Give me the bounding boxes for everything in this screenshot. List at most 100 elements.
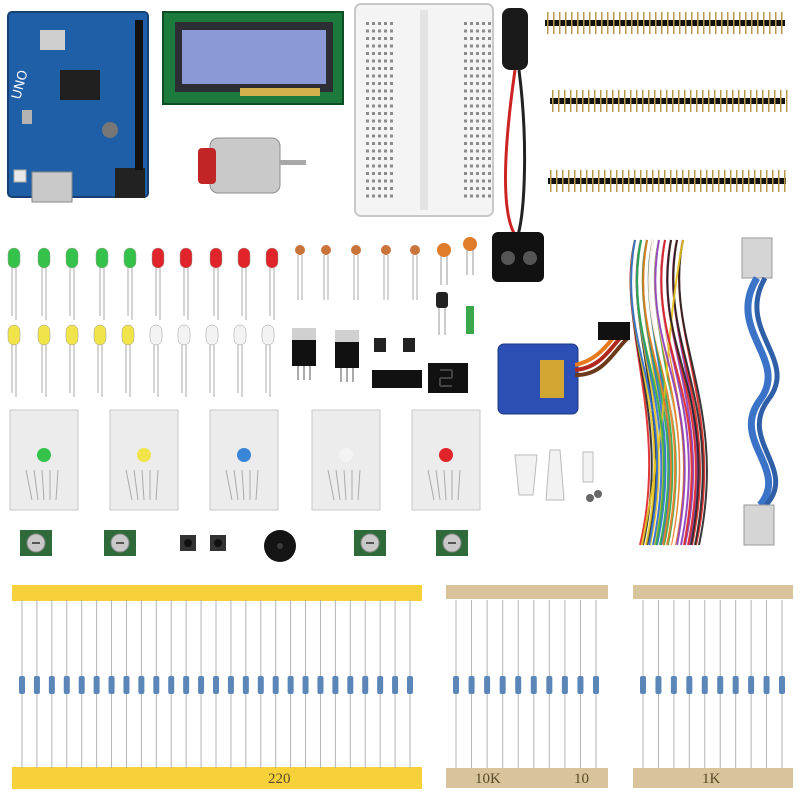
led xyxy=(95,247,109,269)
resistor xyxy=(748,676,755,694)
resistor xyxy=(213,676,219,694)
resistor xyxy=(577,676,584,694)
resistor xyxy=(123,676,130,694)
resistor xyxy=(19,676,25,694)
resistor xyxy=(779,676,785,694)
resistor xyxy=(108,676,115,694)
resistor xyxy=(227,676,234,694)
lcd-display xyxy=(162,11,344,105)
led xyxy=(65,324,79,346)
resistor xyxy=(593,676,599,694)
resistor xyxy=(48,676,55,694)
resistor xyxy=(257,676,264,694)
resistor xyxy=(78,676,85,694)
jumper-wire-bundle xyxy=(629,239,708,546)
resistor xyxy=(392,676,399,694)
resistor xyxy=(515,676,522,694)
led xyxy=(149,324,163,346)
led xyxy=(151,247,165,269)
resistor xyxy=(183,676,190,694)
pin-header-strips xyxy=(545,12,788,192)
resistor xyxy=(655,676,662,694)
resistor xyxy=(763,676,770,694)
resistor xyxy=(468,676,475,694)
potentiometers xyxy=(20,530,468,556)
buzzer xyxy=(264,530,296,562)
arduino-uno-board: UNO xyxy=(7,11,149,203)
resistor xyxy=(272,676,279,694)
resistor xyxy=(198,676,205,694)
led xyxy=(265,247,279,269)
led xyxy=(205,324,219,346)
resistor xyxy=(453,676,459,694)
resistor-strip-10k-label: 10K xyxy=(475,771,501,787)
led xyxy=(233,324,247,346)
photoresistor xyxy=(381,245,391,255)
diode xyxy=(466,306,474,334)
led xyxy=(177,324,191,346)
photoresistor xyxy=(351,245,361,255)
led xyxy=(123,247,137,269)
battery-clip-9v xyxy=(492,232,544,282)
resistor-strip-10k: 10K 10 xyxy=(446,585,608,788)
led xyxy=(121,324,135,346)
resistor-strip-220-label: 220 xyxy=(268,771,291,787)
led xyxy=(209,247,223,269)
resistor xyxy=(302,676,309,694)
transistor xyxy=(436,292,448,335)
resistor xyxy=(499,676,506,694)
resistor-strip-10k-label-2: 10 xyxy=(574,771,589,787)
resistor xyxy=(138,676,145,694)
resistor xyxy=(63,676,70,694)
led xyxy=(7,247,21,269)
led-group xyxy=(7,247,279,397)
resistor xyxy=(670,676,677,694)
resistor xyxy=(640,676,646,694)
resistor xyxy=(561,676,568,694)
resistor-strip-220: 220 xyxy=(12,585,422,789)
led xyxy=(93,324,107,346)
resistor xyxy=(546,676,553,694)
resistor xyxy=(484,676,491,694)
led xyxy=(65,247,79,269)
resistor xyxy=(93,676,100,694)
resistor xyxy=(362,676,369,694)
resistor xyxy=(701,676,708,694)
tilt-switches xyxy=(374,338,415,352)
board-label: UNO xyxy=(9,69,31,101)
photoresistor xyxy=(410,245,420,255)
resistor xyxy=(686,676,693,694)
resistor xyxy=(530,676,537,694)
led xyxy=(7,324,21,346)
pin-header xyxy=(545,20,785,26)
led xyxy=(37,247,51,269)
component-bags xyxy=(9,409,481,511)
mini-breadboard xyxy=(354,3,494,217)
resistor xyxy=(377,676,384,694)
led xyxy=(179,247,193,269)
photoresistor xyxy=(295,245,305,255)
servo-horns xyxy=(514,449,602,502)
resistor xyxy=(717,676,724,694)
resistor xyxy=(168,676,175,694)
resistor xyxy=(242,676,249,694)
photoresistors xyxy=(295,245,420,300)
resistor-strip-1k: 1K xyxy=(633,585,793,788)
servo-motor xyxy=(497,322,630,415)
voltage-regulators xyxy=(292,328,359,382)
pin-header xyxy=(548,178,786,184)
push-buttons xyxy=(180,535,226,551)
photoresistor xyxy=(321,245,331,255)
resistor xyxy=(317,676,324,694)
seven-segment-display xyxy=(428,363,468,393)
led xyxy=(237,247,251,269)
dc-motor xyxy=(198,137,306,194)
dc-barrel-plug xyxy=(502,8,528,236)
resistor-strip-1k-label: 1K xyxy=(702,771,721,787)
resistor xyxy=(347,676,354,694)
usb-cable xyxy=(741,237,780,546)
resistor xyxy=(153,676,160,694)
ceramic-capacitors xyxy=(437,237,477,285)
resistor xyxy=(332,676,339,694)
